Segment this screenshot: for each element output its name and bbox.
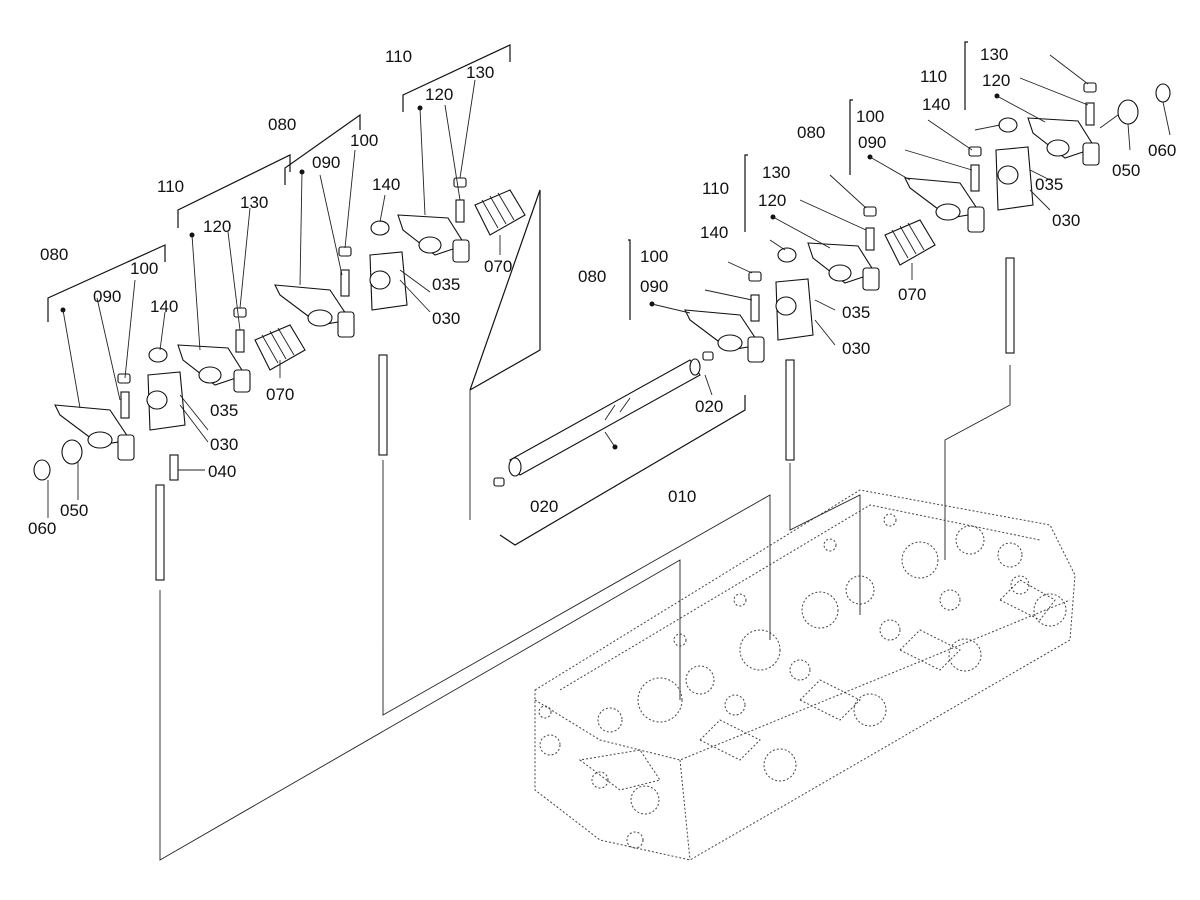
- label-100: 100: [856, 107, 884, 126]
- label-140: 140: [372, 175, 400, 194]
- label-070: 070: [898, 285, 926, 304]
- label-090: 090: [640, 277, 668, 296]
- label-110: 110: [920, 67, 947, 86]
- label-030: 030: [210, 435, 238, 454]
- label-140: 140: [922, 95, 950, 114]
- label-100: 100: [130, 259, 158, 278]
- label-110: 110: [157, 177, 184, 196]
- label-080: 080: [40, 245, 68, 264]
- label-035: 035: [432, 275, 460, 294]
- label-120: 120: [203, 217, 231, 236]
- assembly-leader-lines: [159, 365, 1011, 861]
- rocker-group-c: [628, 154, 936, 461]
- label-090: 090: [93, 287, 121, 306]
- label-050: 050: [1112, 161, 1140, 180]
- label-130: 130: [240, 193, 268, 212]
- label-035: 035: [842, 303, 870, 322]
- rocker-group-d: [849, 41, 1171, 354]
- label-060: 060: [1148, 141, 1176, 160]
- label-080: 080: [268, 115, 296, 134]
- label-040: 040: [208, 462, 236, 481]
- label-030: 030: [432, 309, 460, 328]
- label-035: 035: [1035, 175, 1063, 194]
- label-070: 070: [484, 257, 512, 276]
- label-130: 130: [980, 45, 1008, 64]
- label-140: 140: [150, 297, 178, 316]
- label-120: 120: [425, 85, 453, 104]
- label-110: 110: [702, 179, 729, 198]
- label-090: 090: [312, 153, 340, 172]
- shaft-bracket: [469, 189, 746, 546]
- label-090: 090: [858, 133, 886, 152]
- label-080: 080: [578, 267, 606, 286]
- label-100: 100: [640, 247, 668, 266]
- label-130: 130: [762, 163, 790, 182]
- label-020: 020: [530, 497, 558, 516]
- label-010: 010: [668, 487, 696, 506]
- label-100: 100: [350, 131, 378, 150]
- rocker-shaft: [493, 351, 714, 487]
- label-140: 140: [700, 223, 728, 242]
- label-120: 120: [758, 191, 786, 210]
- rocker-group-a: [33, 154, 306, 581]
- label-110: 110: [385, 47, 412, 66]
- rocker-group-b: [274, 44, 526, 456]
- label-030: 030: [1052, 211, 1080, 230]
- label-120: 120: [982, 71, 1010, 90]
- label-030: 030: [842, 339, 870, 358]
- label-080: 080: [797, 123, 825, 142]
- label-050: 050: [60, 501, 88, 520]
- part-labels: 080 100 090 140 035 030 040 050 060 110 …: [28, 45, 1176, 538]
- cylinder-head: [534, 489, 1076, 861]
- label-035: 035: [210, 401, 238, 420]
- label-070: 070: [266, 385, 294, 404]
- label-020: 020: [695, 397, 723, 416]
- label-130: 130: [466, 63, 494, 82]
- label-060: 060: [28, 519, 56, 538]
